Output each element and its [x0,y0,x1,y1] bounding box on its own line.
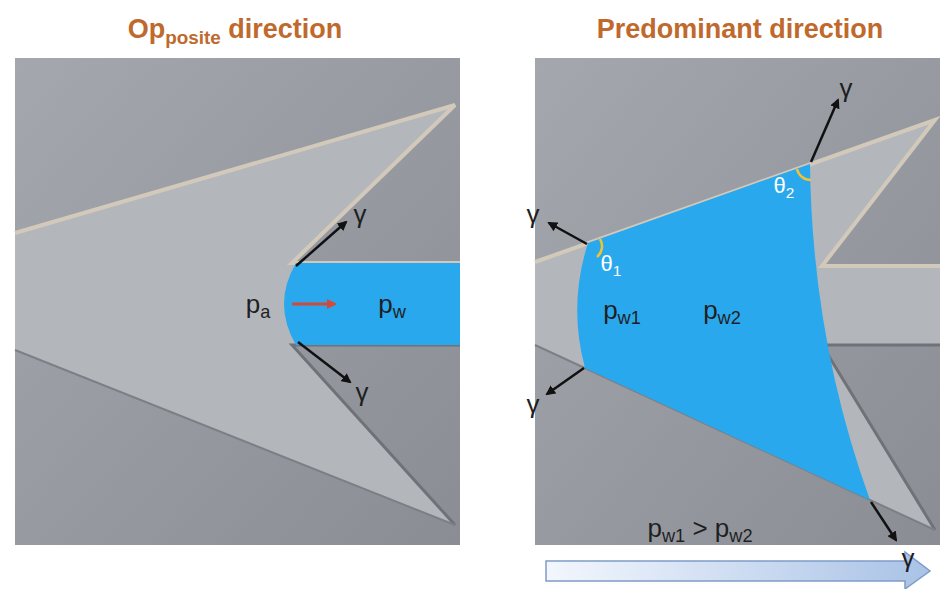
chip-block [15,58,460,545]
symbol: γ [354,200,367,229]
contact-angle-arc [797,169,811,180]
tension-arrow [298,342,350,382]
wall-edge [15,105,460,263]
symbol: γ [527,200,540,229]
channel [535,120,940,530]
angle-label: θ2 [774,174,795,198]
symbol: γ [356,378,369,407]
pressure-label: pw2 [703,296,741,325]
pressure-label: pw1 [603,296,641,325]
water [284,263,460,345]
symbol: γ [527,390,540,419]
direction-arrow [546,552,930,589]
tension-arrow [549,223,587,244]
panel-title: Predominant direction [597,15,884,45]
tension-arrow [296,222,346,266]
symbol: γ [840,74,853,103]
angle-label: θ1 [601,252,622,276]
panel-title: Opposite direction [128,15,343,45]
pressure-label: pw [378,290,406,319]
tension-arrow [871,502,896,540]
tension-arrow [547,368,584,394]
pressure-label: pw1 > pw2 [647,514,752,543]
wall-edge [292,345,460,525]
channel [15,105,460,525]
water [577,164,870,500]
pressure-label: pa [246,290,271,319]
symbol: γ [902,544,915,573]
chip-block [535,58,940,545]
tension-arrow [811,100,838,162]
wall-edge [15,350,455,525]
pressure-arrow [292,303,335,306]
